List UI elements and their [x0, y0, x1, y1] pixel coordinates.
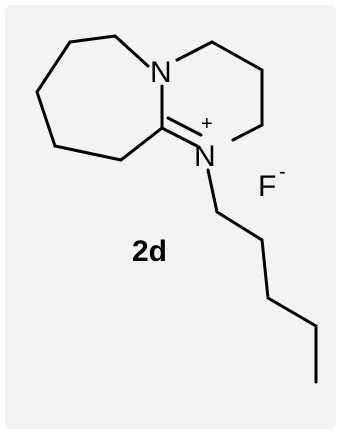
double-bond: [160, 126, 199, 148]
bond: [260, 238, 270, 300]
azepane-ring: [35, 34, 164, 162]
double-bond: [166, 116, 203, 137]
iminium-nitrogen-label: N: [194, 140, 216, 173]
bond: [175, 40, 214, 62]
pyrimidine-ring: [160, 40, 264, 148]
bond: [113, 34, 150, 68]
bond: [35, 40, 72, 94]
bond: [68, 34, 117, 44]
bond: [119, 126, 164, 162]
negative-charge-label: -: [279, 161, 286, 183]
bond: [215, 210, 264, 242]
positive-charge-label: +: [201, 113, 213, 135]
pentyl-chain: [206, 168, 318, 384]
figure-panel: [5, 5, 336, 429]
bond: [231, 123, 264, 142]
amine-nitrogen-label: N: [150, 56, 172, 89]
bond: [53, 144, 123, 162]
bond: [206, 168, 219, 214]
bond: [35, 90, 57, 148]
bond: [210, 40, 264, 72]
bond: [266, 296, 318, 328]
fluoride-label: F: [258, 170, 276, 203]
compound-label: 2d: [132, 235, 167, 268]
